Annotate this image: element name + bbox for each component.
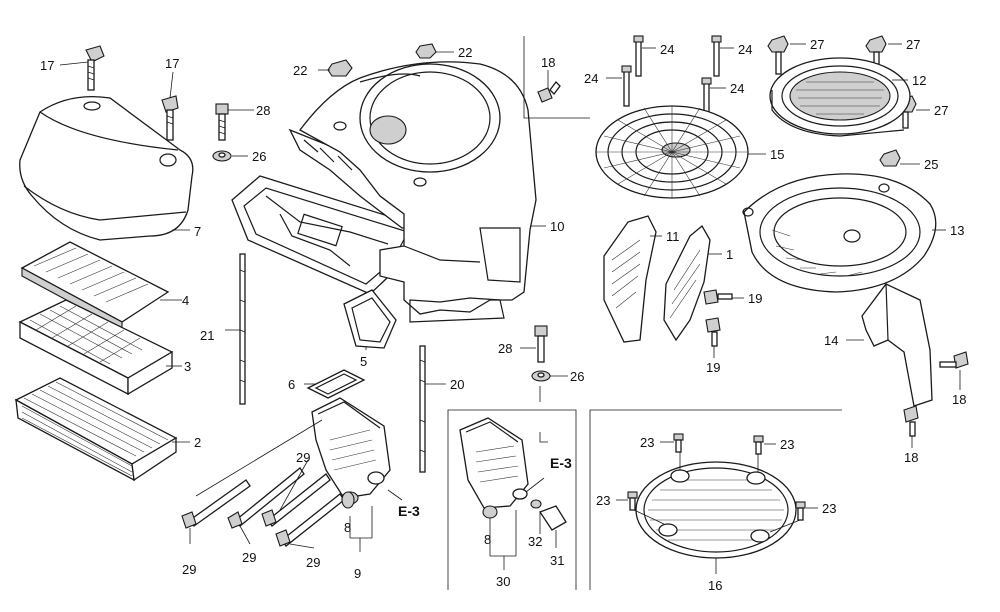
label-19: 19: [748, 291, 762, 306]
elbow-assembly-30: [459, 417, 529, 519]
label-17: 17: [40, 58, 54, 73]
label-18: 18: [904, 450, 918, 465]
stud-21: [239, 253, 246, 405]
label-23: 23: [822, 501, 836, 516]
label-14: 14: [824, 333, 838, 348]
label-23: 23: [640, 435, 654, 450]
label-18: 18: [541, 55, 555, 70]
label-22: 22: [458, 45, 472, 60]
stud-20: [419, 345, 426, 473]
label-19: 19: [706, 360, 720, 375]
leaders-left: [59, 61, 190, 443]
label-11: 11: [666, 229, 680, 244]
bolt-18-top: [537, 81, 561, 103]
bolt-28-lower: [534, 325, 548, 363]
label-17: 17: [165, 56, 179, 71]
label-1: 1: [726, 247, 733, 262]
label-e3: E-3: [550, 455, 572, 471]
gasket-6: [306, 369, 366, 399]
label-24: 24: [660, 42, 674, 57]
label-24: 24: [738, 42, 752, 57]
label-29: 29: [296, 450, 310, 465]
label-16: 16: [708, 578, 722, 593]
leaders-inset-elbow: [489, 432, 557, 570]
cover-16: [635, 461, 797, 559]
bolts-18-right: [903, 351, 969, 437]
label-23: 23: [780, 437, 794, 452]
label-25: 25: [924, 157, 938, 172]
leaders-center: [189, 51, 568, 552]
label-31: 31: [550, 553, 564, 568]
label-23: 23: [596, 493, 610, 508]
label-29: 29: [242, 550, 256, 565]
screen-15: [595, 105, 749, 199]
filter-element-3: [18, 299, 174, 396]
hose-clip-8: [341, 491, 355, 509]
label-6: 6: [288, 377, 295, 392]
air-cleaner-cover-7: [19, 95, 194, 241]
label-3: 3: [184, 359, 191, 374]
cap-31-clip-32: [530, 499, 567, 531]
label-e3: E-3: [398, 503, 420, 519]
label-13: 13: [950, 223, 964, 238]
section-dividers: [447, 36, 842, 590]
label-30: 30: [496, 574, 510, 589]
label-28: 28: [498, 341, 512, 356]
grommet-26-lower: [531, 370, 551, 382]
label-4: 4: [182, 293, 189, 308]
label-9: 9: [354, 566, 361, 581]
label-8: 8: [344, 520, 351, 535]
knob-bolt-17-left: [85, 45, 105, 91]
leaders-inset-cover: [616, 441, 818, 574]
label-18: 18: [952, 392, 966, 407]
label-21: 21: [200, 328, 214, 343]
label-29: 29: [306, 555, 320, 570]
nut-22-left: [327, 59, 353, 77]
label-10: 10: [550, 219, 564, 234]
label-7: 7: [194, 224, 201, 239]
label-27: 27: [906, 37, 920, 52]
bolt-28-top: [215, 103, 229, 141]
bracket-14: [861, 283, 933, 407]
cover-plate-12: [769, 57, 911, 137]
screws-23: [627, 433, 806, 521]
knob-bolt-17-right: [161, 95, 179, 141]
label-15: 15: [770, 147, 784, 162]
label-5: 5: [360, 354, 367, 369]
bolts-29: [181, 467, 345, 547]
label-27: 27: [810, 37, 824, 52]
label-24: 24: [584, 71, 598, 86]
nut-22-right: [415, 43, 437, 59]
label-28: 28: [256, 103, 270, 118]
label-24: 24: [730, 81, 744, 96]
bolts-19: [703, 289, 733, 347]
label-22: 22: [293, 63, 307, 78]
filter-element-2: [14, 377, 178, 482]
guide-11: [603, 215, 657, 343]
label-32: 32: [528, 534, 542, 549]
blower-housing-10: [299, 61, 537, 323]
label-26: 26: [252, 149, 266, 164]
label-2: 2: [194, 435, 201, 450]
label-20: 20: [450, 377, 464, 392]
shroud-13: [742, 173, 937, 293]
guide-1: [663, 225, 711, 342]
nut-25: [879, 149, 901, 167]
label-27: 27: [934, 103, 948, 118]
gasket-5: [343, 289, 397, 349]
label-8: 8: [484, 532, 491, 547]
grommet-26-top: [212, 150, 232, 162]
leaders-upper-right: [547, 43, 961, 448]
label-12: 12: [912, 73, 926, 88]
screws-24: [621, 35, 722, 119]
elbow-assembly-9: [311, 397, 391, 505]
label-29: 29: [182, 562, 196, 577]
label-26: 26: [570, 369, 584, 384]
